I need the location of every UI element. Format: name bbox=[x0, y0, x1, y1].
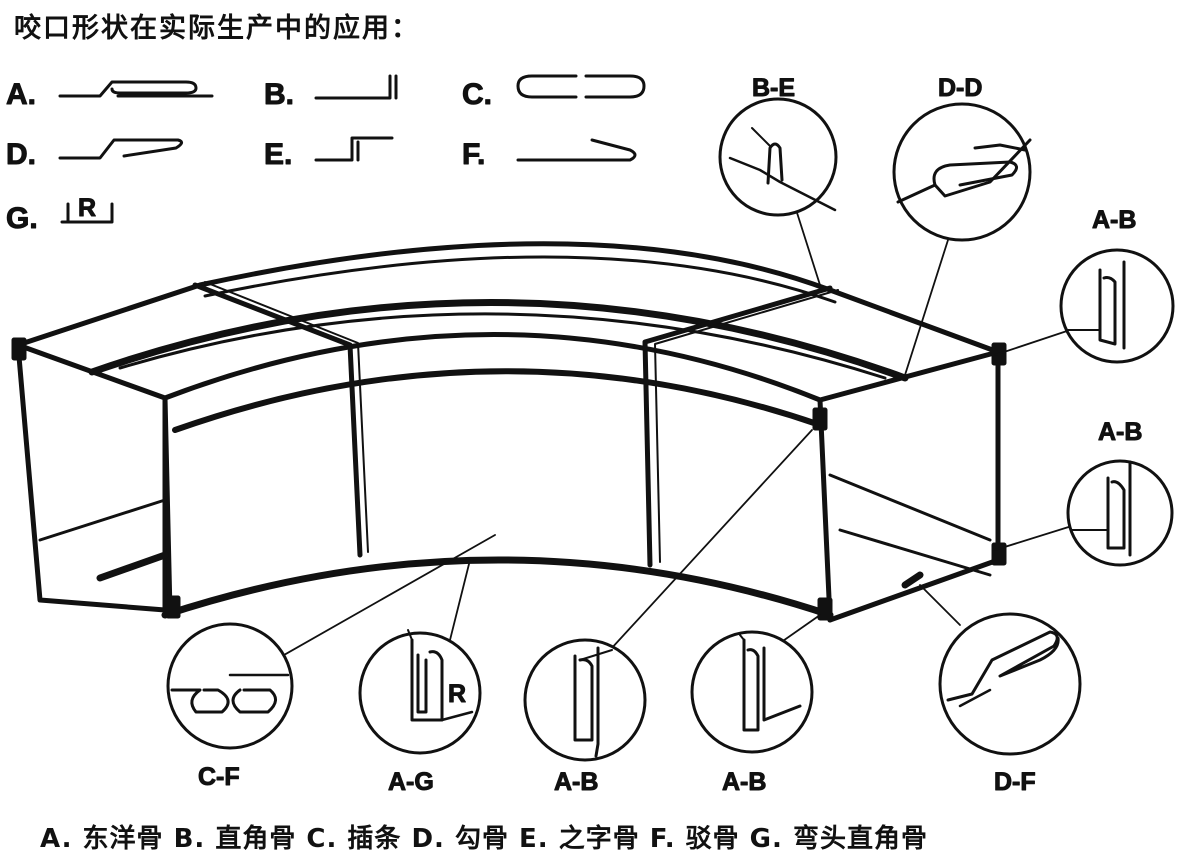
insert-strip-profile-icon bbox=[516, 74, 646, 99]
label-a-b-upper: A-B bbox=[1092, 206, 1136, 234]
double-seam-profile-icon bbox=[58, 80, 214, 98]
detail-circle-b-e bbox=[718, 97, 838, 217]
label-a-b-4: A-B bbox=[722, 768, 766, 796]
snap-seam-profile-icon bbox=[516, 138, 637, 162]
right-angle-seam-profile-icon bbox=[314, 74, 398, 100]
detail-circle-a-b-lower bbox=[1066, 459, 1174, 567]
detail-circle-c-f bbox=[166, 622, 294, 750]
label-a-b-3: A-B bbox=[554, 768, 598, 796]
key-letter-c: C. bbox=[462, 78, 492, 111]
label-c-f: C-F bbox=[198, 763, 240, 791]
key-letter-a: A. bbox=[6, 78, 36, 111]
label-d-f: D-F bbox=[994, 768, 1036, 796]
elbow-right-angle-profile-icon bbox=[60, 202, 114, 224]
label-d-d: D-D bbox=[938, 74, 982, 102]
duct-elbow-body bbox=[11, 241, 1007, 623]
detail-circle-a-b-4 bbox=[690, 630, 814, 754]
key-letter-f: F. bbox=[462, 138, 485, 171]
label-a-b-lower: A-B bbox=[1098, 418, 1142, 446]
key-letter-b: B. bbox=[264, 78, 294, 111]
detail-circle-a-b-3 bbox=[523, 638, 647, 762]
step-seam-profile-icon bbox=[314, 136, 394, 162]
legend-caption: A. 东洋骨 B. 直角骨 C. 插条 D. 勾骨 E. 之字骨 F. 驳骨 G… bbox=[40, 824, 928, 854]
label-a-g-radius: R bbox=[448, 680, 466, 708]
label-a-g: A-G bbox=[388, 768, 434, 796]
detail-circle-a-g bbox=[358, 629, 482, 755]
key-letter-g: G. bbox=[6, 202, 38, 235]
hook-seam-profile-icon bbox=[58, 138, 183, 160]
key-g-radius-label: R bbox=[78, 194, 96, 222]
detail-circle-a-b-upper bbox=[1059, 248, 1175, 364]
key-letter-d: D. bbox=[6, 138, 36, 171]
profile-key: A. B. C. D. E. F. G. bbox=[6, 74, 646, 236]
page-title: 咬口形状在实际生产中的应用： bbox=[14, 13, 420, 44]
key-letter-e: E. bbox=[264, 138, 292, 171]
detail-circle-d-d bbox=[892, 102, 1032, 242]
label-b-e: B-E bbox=[752, 74, 795, 102]
detail-circle-d-f bbox=[938, 612, 1082, 756]
